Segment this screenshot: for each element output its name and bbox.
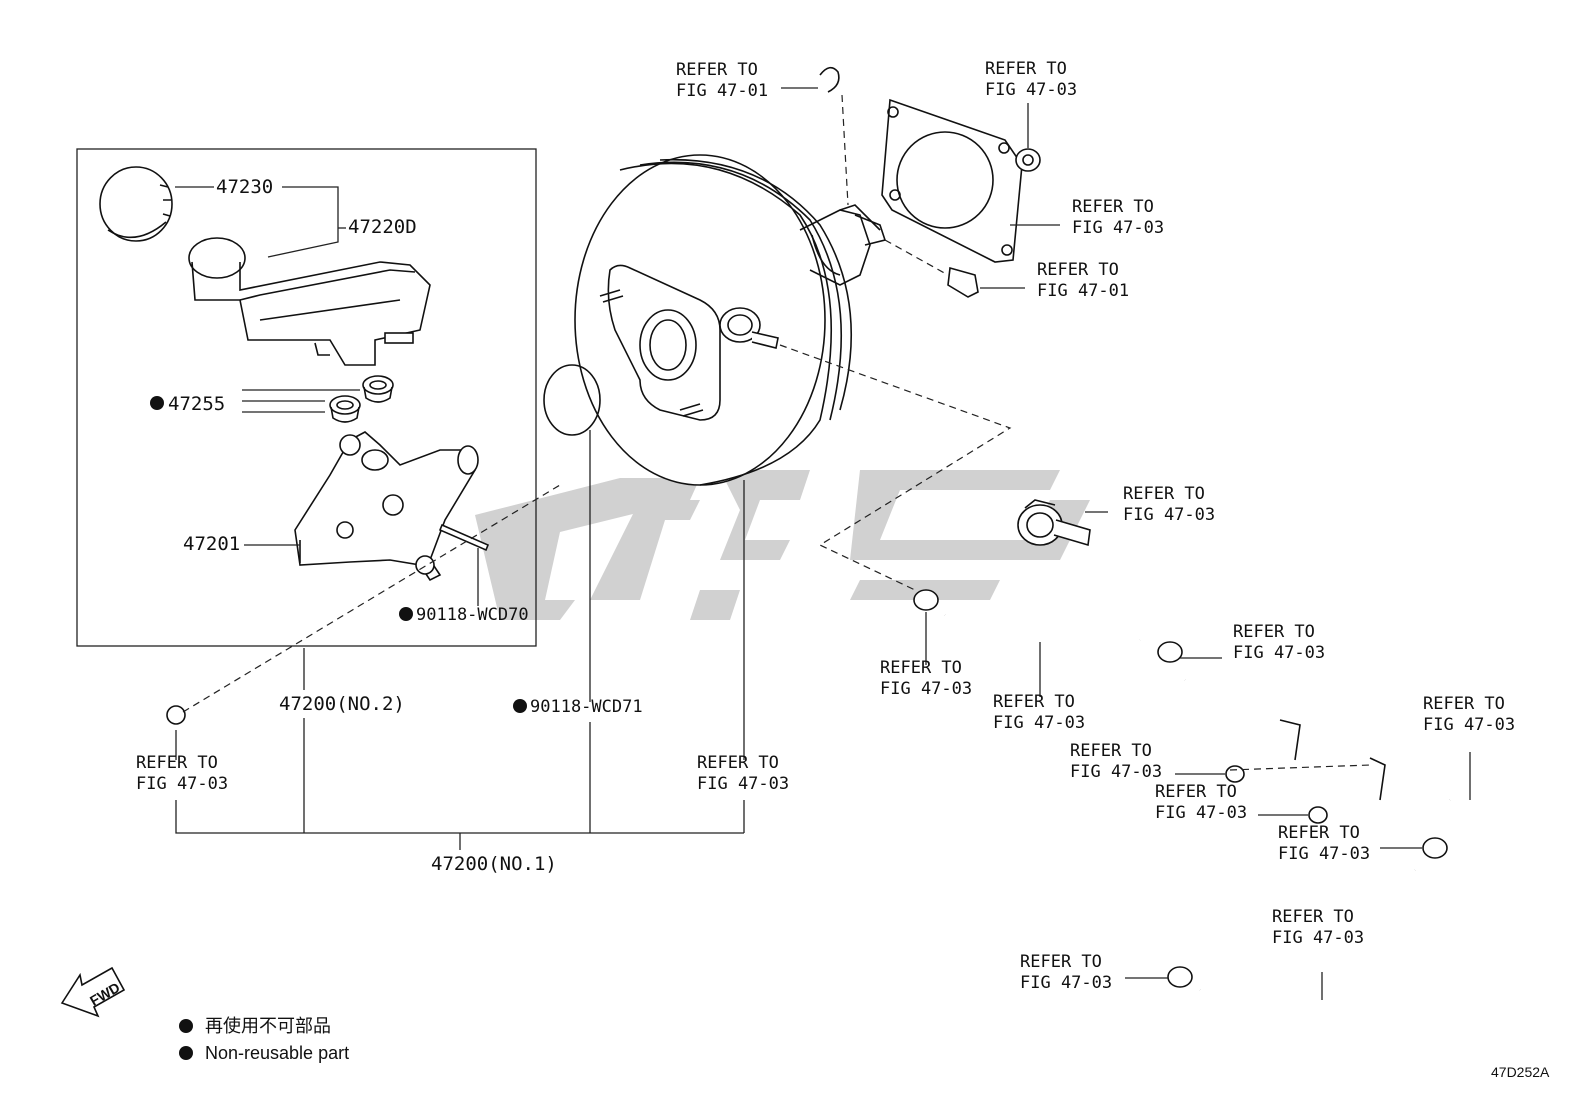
refer-label: FIG 47-03 (1020, 973, 1112, 993)
leader-lines (175, 87, 1471, 1000)
non-reusable-marker (399, 607, 413, 621)
refer-label: REFER TO (880, 658, 962, 678)
refer-label: REFER TO (993, 692, 1075, 712)
refer-label: REFER TO (136, 753, 218, 773)
refer-label: FIG 47-03 (1278, 844, 1370, 864)
refer-label: REFER TO (1072, 197, 1154, 217)
refer-label: FIG 47-03 (1272, 928, 1364, 948)
refer-label: FIG 47-01 (1037, 281, 1129, 301)
dashed-lines (182, 94, 1371, 771)
vacuum-hoses (938, 610, 1454, 1031)
refer-label: FIG 47-03 (1233, 643, 1325, 663)
legend-en: Non-reusable part (205, 1043, 349, 1063)
part-number-labels: 47230 47220D 47255 47201 90118-WCD70 472… (150, 176, 643, 875)
refer-label: REFER TO (697, 753, 779, 773)
refer-label: REFER TO (676, 60, 758, 80)
brake-booster (574, 154, 887, 486)
refer-label: FIG 47-03 (1070, 762, 1162, 782)
refer-label: FIG 47-03 (1123, 505, 1215, 525)
part-number-47220d: 47220D (348, 216, 417, 238)
part-number-90118-wcd71: 90118-WCD71 (530, 697, 643, 717)
refer-labels: REFER TO FIG 47-01 REFER TO FIG 47-03 RE… (136, 59, 1515, 993)
watermark-logo (475, 470, 1090, 620)
booster-check-valve (719, 307, 779, 349)
refer-label: REFER TO (1155, 782, 1237, 802)
refer-label: FIG 47-03 (985, 80, 1077, 100)
clevis-pin (947, 266, 979, 298)
clip (819, 66, 840, 93)
part-number-47230: 47230 (216, 176, 273, 198)
hose-clamps (913, 589, 1448, 988)
refer-label: REFER TO (1123, 484, 1205, 504)
master-cylinder-box (76, 148, 537, 647)
refer-label: REFER TO (985, 59, 1067, 79)
refer-label: FIG 47-03 (993, 713, 1085, 733)
legend-bullet (179, 1019, 193, 1033)
gasket-nut (1015, 148, 1041, 172)
legend: 再使用不可部品 Non-reusable part (179, 1016, 349, 1063)
master-cylinder (294, 431, 479, 582)
o-ring (543, 364, 601, 436)
refer-label: REFER TO (1020, 952, 1102, 972)
legend-bullet (179, 1046, 193, 1060)
part-number-47201: 47201 (183, 533, 240, 555)
check-valve (1017, 499, 1091, 547)
refer-label: FIG 47-01 (676, 81, 768, 101)
refer-label: FIG 47-03 (1155, 803, 1247, 823)
refer-label: FIG 47-03 (697, 774, 789, 794)
refer-label: REFER TO (1278, 823, 1360, 843)
part-number-47255: 47255 (168, 393, 225, 415)
refer-label: FIG 47-03 (1072, 218, 1164, 238)
part-number-47200-no2: 47200(NO.2) (279, 693, 405, 715)
refer-label: REFER TO (1070, 741, 1152, 761)
refer-label: REFER TO (1272, 907, 1354, 927)
diagram-code: 47D252A (1491, 1064, 1550, 1080)
pin (438, 523, 490, 552)
reservoir-tank (188, 237, 431, 366)
fwd-arrow-icon: FWD (60, 966, 126, 1018)
refer-label: FIG 47-03 (1423, 715, 1515, 735)
legend-jp: 再使用不可部品 (205, 1016, 331, 1036)
part-number-47200-no1: 47200(NO.1) (431, 853, 557, 875)
reservoir-cap (99, 166, 173, 242)
refer-label: FIG 47-03 (136, 774, 228, 794)
booster-gasket (881, 98, 1023, 263)
non-reusable-marker (150, 396, 164, 410)
refer-label: REFER TO (1423, 694, 1505, 714)
refer-label: REFER TO (1233, 622, 1315, 642)
refer-label: REFER TO (1037, 260, 1119, 280)
refer-label: FIG 47-03 (880, 679, 972, 699)
part-number-90118-wcd70: 90118-WCD70 (416, 605, 529, 625)
reservoir-grommets (329, 375, 394, 423)
non-reusable-marker (513, 699, 527, 713)
